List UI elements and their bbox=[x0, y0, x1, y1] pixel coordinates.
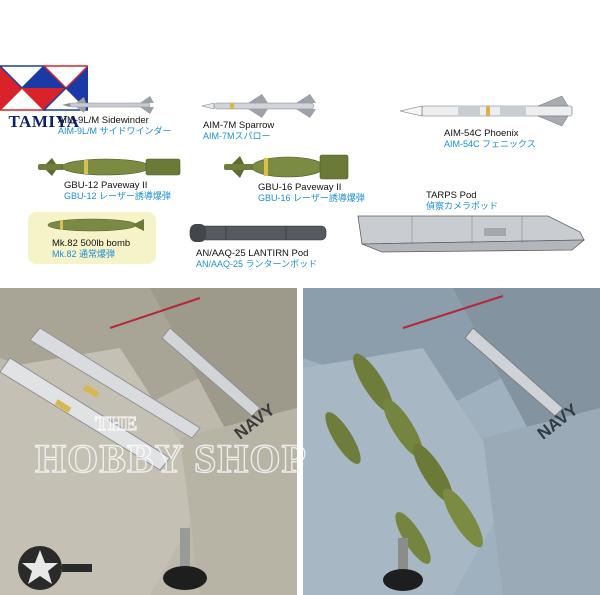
aim9-sidewinder-illustration bbox=[62, 96, 154, 114]
tamiya-star-icon bbox=[0, 65, 90, 111]
weapons-reference-panel: TAMIYA AIM-9L/M Sidewinder AIM-9L/M サイドワ… bbox=[0, 0, 600, 288]
aim7-sparrow-illustration bbox=[201, 94, 316, 118]
tarps-pod-illustration bbox=[357, 215, 586, 253]
model-photo-gray: NAVY bbox=[0, 288, 297, 595]
aim9-name: AIM-9L/M Sidewinder bbox=[58, 115, 149, 126]
aim7-label: AIM-7M Sparrow AIM-7Mスパロー bbox=[203, 120, 274, 142]
tarps-label: TARPS Pod 偵察カメラポッド bbox=[426, 190, 498, 212]
gbu12-name: GBU-12 Paveway II bbox=[64, 180, 148, 191]
aim9-label: AIM-9L/M Sidewinder AIM-9L/M サイドワインダー bbox=[58, 115, 172, 137]
gbu12-name-jp: GBU-12 レーザー誘導爆弾 bbox=[64, 191, 171, 201]
aim54-label: AIM-54C Phoenix AIM-54C フェニックス bbox=[444, 128, 536, 150]
gbu12-illustration bbox=[38, 158, 181, 176]
tarps-name-jp: 偵察カメラポッド bbox=[426, 201, 499, 211]
tamiya-logo bbox=[0, 62, 90, 132]
mk82-illustration bbox=[47, 218, 144, 232]
lantirn-label: AN/AAQ-25 LANTIRN Pod AN/AAQ-25 ランターンポッド bbox=[196, 248, 317, 270]
mk82-label: Mk.82 500lb bomb Mk.82 通常爆弾 bbox=[52, 238, 130, 260]
gbu16-label: GBU-16 Paveway II GBU-16 レーザー誘導爆弾 bbox=[258, 182, 365, 204]
aim54-name-jp: AIM-54C フェニックス bbox=[444, 139, 536, 149]
aim7-name: AIM-7M Sparrow bbox=[203, 120, 275, 131]
mk82-name: Mk.82 500lb bomb bbox=[52, 238, 131, 249]
gbu16-name-jp: GBU-16 レーザー誘導爆弾 bbox=[258, 193, 365, 203]
aim54-phoenix-illustration bbox=[399, 95, 573, 127]
tamiya-logo-text: TAMIYA bbox=[8, 112, 80, 131]
gbu12-label: GBU-12 Paveway II GBU-12 レーザー誘導爆弾 bbox=[64, 180, 171, 202]
aim54-name: AIM-54C Phoenix bbox=[444, 128, 519, 139]
lantirn-name: AN/AAQ-25 LANTIRN Pod bbox=[196, 248, 309, 259]
gbu16-illustration bbox=[224, 154, 349, 180]
aim7-name-jp: AIM-7Mスパロー bbox=[203, 131, 271, 141]
model-photo-blue: NAVY bbox=[303, 288, 600, 595]
lantirn-name-jp: AN/AAQ-25 ランターンポッド bbox=[196, 259, 318, 269]
lantirn-pod-illustration bbox=[189, 224, 327, 242]
mk82-name-jp: Mk.82 通常爆弾 bbox=[52, 249, 116, 259]
tarps-name: TARPS Pod bbox=[426, 190, 477, 201]
gbu16-name: GBU-16 Paveway II bbox=[258, 182, 342, 193]
aim9-name-jp: AIM-9L/M サイドワインダー bbox=[58, 126, 172, 136]
